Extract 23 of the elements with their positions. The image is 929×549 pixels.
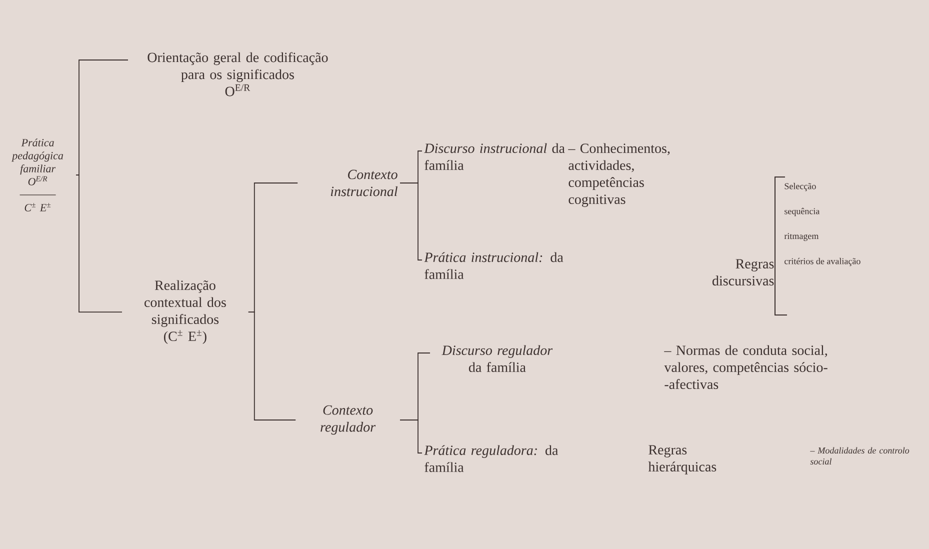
description-text: – Modalidades de controlo social [810,447,910,465]
branch-label: Orientação geral de codificação para os significados O$^{E/R}$ [148,52,328,96]
branch-label: Discurso regulador da família [442,345,553,372]
context-label: Contexto instrucional [330,170,398,196]
branch-label: Realização contextual dos significados (C$^{±}$ E$^{±}$) [144,280,226,344]
list-item: sequência [784,208,820,216]
branch-label: Discurso instrucional da família [424,143,565,170]
bracket-connector [76,60,128,176]
bracket-connector [76,174,122,312]
rule-text: Regras hierárquicas [648,445,716,474]
description-text: – Normas de conduta social, valores, competências sócio- -afectivas [664,345,828,390]
context-label: Contexto regulador [320,405,376,435]
description-text: – Conhecimentos, actividades, competências cognitivas [568,143,670,207]
branch-label: Prática reguladora: da família [424,445,558,472]
root-label: Prática pedagógica familiar O$^{E/R}$ C$^{±}$ E$^{±}$ [12,138,64,212]
list-item: Selecção [784,182,816,192]
bracket-connector [248,312,296,420]
bracket-connector [400,420,422,454]
list-item: critérios de avaliação [784,258,860,266]
list-item: ritmagem [784,233,819,241]
rule-text: Regras discursivas [712,259,774,286]
branch-label: Prática instrucional: da família [424,252,564,280]
bracket-connector [400,182,422,260]
